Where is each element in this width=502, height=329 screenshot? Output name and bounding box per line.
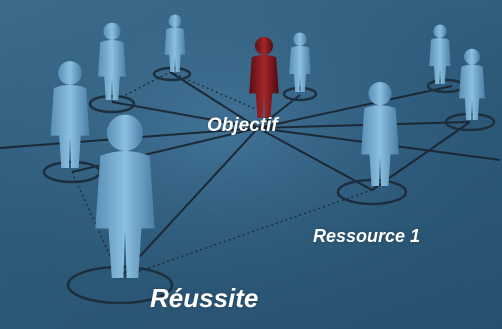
ring-top [282,86,318,102]
link-objectif-upper-left [111,101,259,129]
label-ressource: Ressource 1 [313,226,421,246]
label-objectif: Objectif [207,115,278,136]
ring-upper-left [88,94,136,114]
link-objectif-ressource [257,127,373,191]
link-objectif-top-left [169,71,259,129]
link-objectif-reussite [119,127,259,279]
link-objectif-top-right [257,85,453,129]
label-reussite: Réussite [150,283,259,313]
